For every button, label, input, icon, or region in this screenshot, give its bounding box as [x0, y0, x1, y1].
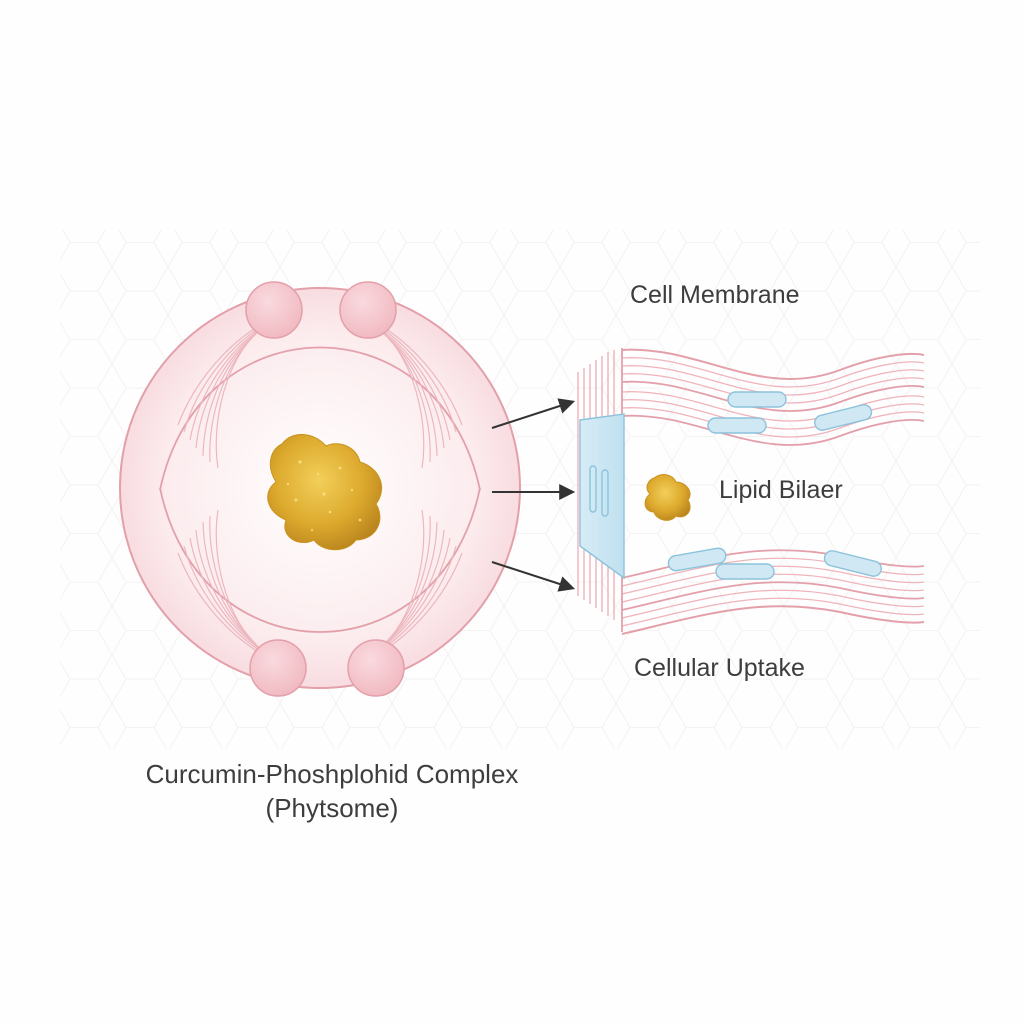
membrane-protein: [708, 418, 766, 433]
complex-caption-line2: (Phytsome): [82, 791, 582, 825]
phospholipid-head: [250, 640, 306, 696]
complex-caption-line1: Curcumin-Phoshplohid Complex: [82, 757, 582, 791]
lipid-bilayer-label: Lipid Bilaer: [719, 476, 843, 505]
membrane-protein: [728, 392, 786, 407]
phospholipid-head: [340, 282, 396, 338]
phospholipid-head: [348, 640, 404, 696]
cell-membrane-label: Cell Membrane: [630, 281, 800, 310]
membrane-protein: [716, 564, 774, 579]
complex-caption: Curcumin-Phoshplohid Complex (Phytsome): [82, 757, 582, 825]
phospholipid-head: [246, 282, 302, 338]
cellular-uptake-label: Cellular Uptake: [634, 654, 805, 683]
